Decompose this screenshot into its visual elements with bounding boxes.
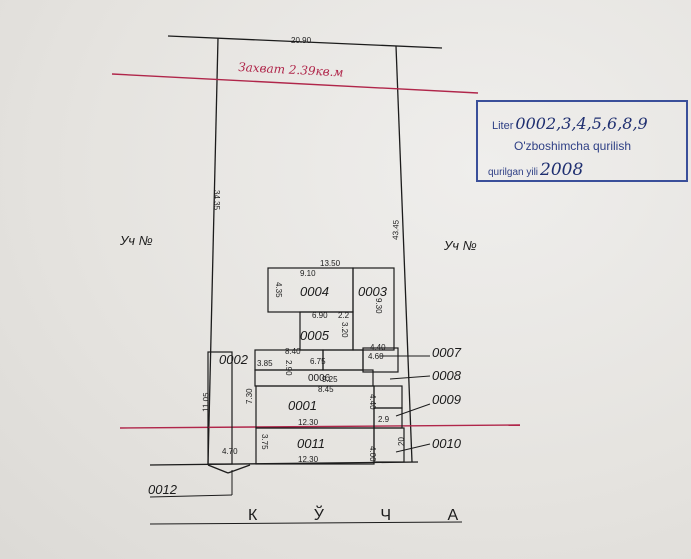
room-0006: 0006 <box>308 373 331 384</box>
red-annotation: Захват 2.39кв.м <box>238 60 344 79</box>
extra-label: O'zboshimcha qurilish <box>514 139 632 153</box>
dim-3-20: 3.20 <box>340 322 349 338</box>
room-0005: 0005 <box>300 328 330 343</box>
dim-9-30: 9.30 <box>374 298 383 314</box>
dim-2-90: 2.90 <box>284 360 293 376</box>
room-0011: 0011 <box>297 436 325 451</box>
neighbor-left-label: Уч № <box>119 233 153 248</box>
neighbor-right-label: Уч № <box>443 238 477 253</box>
dim-7-30: 7.30 <box>245 388 254 404</box>
dim-4-00: 4.00 <box>368 446 377 462</box>
dim-2-2: 2.2 <box>338 311 350 320</box>
dim-4-40a: 4.40 <box>370 343 386 352</box>
dim-13-50: 13.50 <box>320 259 341 268</box>
dim-8-45: 8.45 <box>318 385 334 394</box>
liter-value: 0002,3,4,5,6,8,9 <box>515 114 648 133</box>
room-0002: 0002 <box>219 352 249 367</box>
dim-3-75: 3.75 <box>260 434 269 450</box>
year-label: qurilgan yili <box>488 167 539 178</box>
dim-6-75: 6.75 <box>310 357 326 366</box>
dim-2-9: 2.9 <box>378 415 390 424</box>
street-label: К Ў Ч А <box>248 504 484 524</box>
leader-lines <box>149 355 463 525</box>
room-0003: 0003 <box>358 284 388 299</box>
dim-4-70: 4.70 <box>222 447 238 456</box>
right-side-label: 43.45 <box>391 219 401 240</box>
room-0009: 0009 <box>432 392 461 407</box>
room-0012: 0012 <box>148 482 178 497</box>
building-outlines <box>207 267 405 465</box>
dim-9-10: 9.10 <box>300 269 316 278</box>
left-lower-label: 11.05 <box>201 392 211 412</box>
dim-20: 20 <box>397 437 406 446</box>
room-0007: 0007 <box>432 345 462 360</box>
year-value: 2008 <box>540 160 584 180</box>
red-lines <box>111 73 521 429</box>
dim-9-25: 9.25 <box>322 375 338 384</box>
dim-4-35: 4.35 <box>274 282 283 298</box>
dim-4-40b: 4.40 <box>368 394 377 410</box>
dim-12-30b: 12.30 <box>298 455 319 464</box>
room-0008: 0008 <box>432 368 462 383</box>
dim-8-40: 8.40 <box>285 347 301 356</box>
dim-6-90: 6.90 <box>312 311 328 320</box>
room-0004: 0004 <box>300 284 329 299</box>
liter-label: Liter <box>492 120 514 132</box>
dim-3-85: 3.85 <box>257 359 273 368</box>
top-width-label: 20.90 <box>291 36 312 45</box>
left-side-label: 34.35 <box>212 190 221 211</box>
dim-4-60: 4.60 <box>368 352 384 361</box>
room-0001: 0001 <box>288 398 317 413</box>
dim-12-30a: 12.30 <box>298 418 319 427</box>
room-0010: 0010 <box>432 436 462 451</box>
